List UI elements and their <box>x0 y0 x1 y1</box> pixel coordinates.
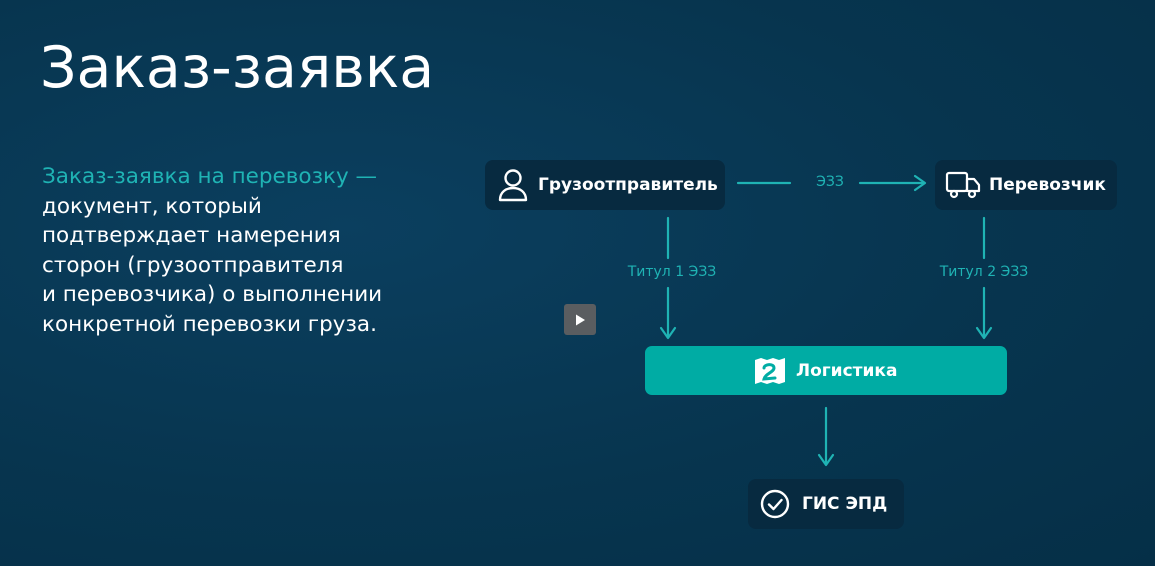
arrowhead-down <box>659 326 677 340</box>
slide-description: Заказ-заявка на перевозку — документ, ко… <box>42 162 462 339</box>
arrowhead-down <box>975 326 993 340</box>
description-line: конкретной перевозки груза. <box>42 311 377 337</box>
description-line: подтверждает намерения <box>42 223 341 248</box>
node-logistics: Логистика <box>645 346 1007 395</box>
logistics-logo-icon <box>753 356 787 386</box>
edge-label-title-1: Титул 1 ЭЗЗ <box>627 264 717 280</box>
play-button[interactable] <box>564 304 596 335</box>
play-icon <box>576 314 585 326</box>
arrowhead-right <box>913 174 927 192</box>
node-shipper: Грузоотправитель <box>485 160 725 210</box>
arrowhead-down <box>817 453 835 467</box>
edge-label-title-2: Титул 2 ЭЗЗ <box>939 264 1029 280</box>
description-term: Заказ-заявка на перевозку — <box>42 164 378 189</box>
description-line: документ, который <box>42 193 262 219</box>
truck-icon <box>945 170 981 200</box>
edge-label-ezz: ЭЗЗ <box>816 174 844 190</box>
check-circle-icon <box>760 489 790 519</box>
slide-title: Заказ-заявка <box>40 35 435 101</box>
node-label: Перевозчик <box>989 175 1106 195</box>
description-line: и перевозчика) о выполнении <box>42 282 383 307</box>
node-gis-epd: ГИС ЭПД <box>748 479 904 529</box>
node-carrier: Перевозчик <box>935 160 1117 210</box>
node-label: Логистика <box>796 360 898 381</box>
node-label: ГИС ЭПД <box>802 494 888 514</box>
node-label: Грузоотправитель <box>538 175 718 195</box>
description-line: сторон (грузоотправителя <box>42 252 344 278</box>
user-icon <box>497 168 529 202</box>
